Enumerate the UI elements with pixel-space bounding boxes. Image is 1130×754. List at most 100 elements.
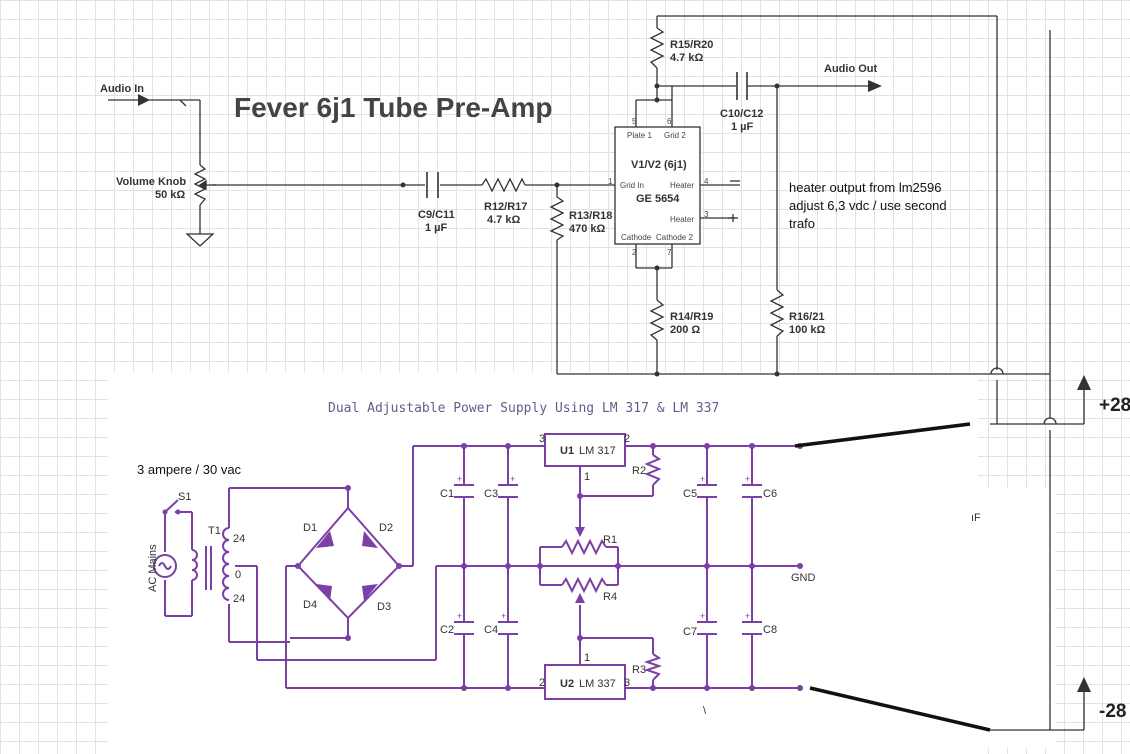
tube-pin3: 3 <box>704 210 709 219</box>
svg-text:+: + <box>501 611 506 621</box>
c1-label: C1 <box>440 488 454 500</box>
svg-text:+: + <box>700 611 705 621</box>
ground-symbol <box>185 233 215 247</box>
s1-label: S1 <box>178 491 191 503</box>
output-arrows <box>1077 375 1091 692</box>
r12-name: R12/R17 <box>484 201 527 213</box>
u1-pin-out: 2 <box>624 433 630 445</box>
r16-resistor <box>769 289 785 337</box>
cap-plus-signs: ++ ++ ++ ++ <box>457 474 750 621</box>
tube-pin6: 6 <box>667 117 672 126</box>
r4-label: R4 <box>603 591 617 603</box>
u1-part: LM 317 <box>579 445 616 457</box>
tube-pin5: 5 <box>632 117 637 126</box>
audio-out-label: Audio Out <box>824 63 877 75</box>
resistor-r2 <box>644 454 662 486</box>
audio-in-arrow <box>138 94 150 106</box>
tube-pin1: 1 <box>608 177 613 186</box>
switch-s1 <box>164 499 179 513</box>
gnd-label: GND <box>791 572 816 584</box>
minus-28-label: -28 <box>1099 701 1126 722</box>
psu-panel <box>108 372 978 754</box>
d2-label: D2 <box>379 522 393 534</box>
page-title: Fever 6j1 Tube Pre-Amp <box>234 92 552 123</box>
r14-name: R14/R19 <box>670 311 713 323</box>
c8-label: C8 <box>763 624 777 636</box>
svg-text:+: + <box>457 474 462 484</box>
ac-source-icon <box>153 554 177 578</box>
r14-resistor <box>649 299 665 341</box>
audio-in-label: Audio In <box>100 83 144 95</box>
d3-label: D3 <box>377 601 391 613</box>
u2-pin-out: 3 <box>624 677 630 689</box>
heater-note-line3: trafo <box>789 216 815 231</box>
heater-terminals <box>728 180 740 222</box>
output-wires <box>990 30 1085 731</box>
c3-label: C3 <box>484 488 498 500</box>
u1-pin-in: 3 <box>539 433 545 445</box>
tube-v1-v2 <box>614 126 701 245</box>
r13-resistor <box>549 196 565 241</box>
transformer-note: 3 ampere / 30 vac <box>137 462 242 477</box>
preamp-wires <box>108 15 1000 375</box>
u2-pin-in: 2 <box>539 677 545 689</box>
pot-wipers <box>575 527 585 603</box>
regulator-u2 <box>544 664 626 700</box>
r3-label: R3 <box>632 664 646 676</box>
plus-arrow-icon <box>1077 375 1091 390</box>
c9-capacitor <box>426 172 439 198</box>
diode-d3 <box>362 584 378 601</box>
volume-name: Volume Knob <box>116 176 186 188</box>
u2-part: LM 337 <box>579 678 616 690</box>
psu-panel-right <box>960 488 1055 748</box>
resistor-r1 <box>561 538 607 556</box>
r15-value: 4.7 kΩ <box>670 52 703 64</box>
psu-resistors <box>561 454 663 681</box>
r16-value: 100 kΩ <box>789 324 826 336</box>
heater-note-line2: adjust 6,3 vdc / use second <box>789 198 947 213</box>
u2-name: U2 <box>560 678 574 690</box>
c10-capacitor <box>736 72 748 100</box>
preamp-junctions <box>400 83 780 377</box>
tube-pin7: 7 <box>667 248 672 257</box>
diode-d2 <box>362 531 378 548</box>
plus-28-label: +28 <box>1099 395 1130 416</box>
c5-label: C5 <box>683 488 697 500</box>
c9-value: 1 µF <box>425 222 448 234</box>
d4-label: D4 <box>303 599 317 611</box>
r13-name: R13/R18 <box>569 210 612 222</box>
tube-heater1: Heater <box>670 181 694 190</box>
c2-label: C2 <box>440 624 454 636</box>
r15-name: R15/R20 <box>670 39 713 51</box>
c6-label: C6 <box>763 488 777 500</box>
psu-title: Dual Adjustable Power Supply Using LM 31… <box>328 401 719 416</box>
d1-label: D1 <box>303 522 317 534</box>
preamp-arrows <box>138 80 882 106</box>
minus-arrow-icon <box>1077 677 1091 692</box>
transformer-t1 <box>191 527 230 601</box>
r2-label: R2 <box>632 465 646 477</box>
r14-value: 200 Ω <box>670 324 700 336</box>
psu-junctions <box>162 443 803 691</box>
heater-note-line1: heater output from lm2596 <box>789 180 941 195</box>
u1-pin-adj: 1 <box>584 471 590 483</box>
svg-text:+: + <box>700 474 705 484</box>
diode-d4 <box>316 584 332 601</box>
tube-name: V1/V2 (6j1) <box>631 159 687 171</box>
diode-d1 <box>316 531 334 548</box>
c9-name: C9/C11 <box>418 209 455 221</box>
c10-name: C10/C12 <box>720 108 763 120</box>
tube-grid2: Grid 2 <box>664 131 686 140</box>
tube-cathode2: Cathode 2 <box>656 233 693 242</box>
volume-pot <box>193 164 216 206</box>
resistor-r4 <box>561 576 607 594</box>
tube-pin2: 2 <box>632 248 637 257</box>
r12-value: 4.7 kΩ <box>487 214 520 226</box>
audio-out-arrow <box>868 80 882 92</box>
u2-pin-adj: 1 <box>584 652 590 664</box>
tube-pin4: 4 <box>704 177 709 186</box>
c7-label: C7 <box>683 626 697 638</box>
regulator-u1 <box>544 433 626 467</box>
